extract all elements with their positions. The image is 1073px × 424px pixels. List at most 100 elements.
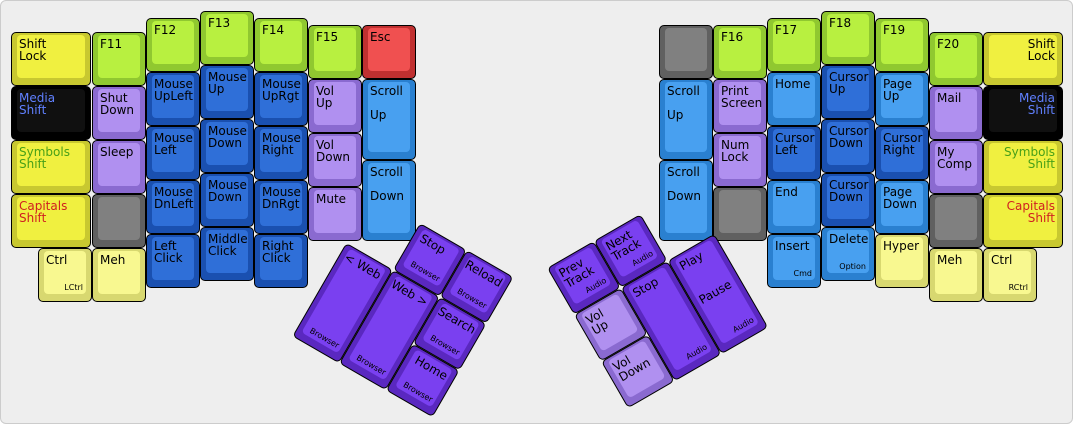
key-label: Middle Click [208,232,248,258]
key-mouse-dnrgt: Mouse DnRgt [254,180,308,234]
key-scroll-down-left: Scroll Down [362,160,416,241]
key-label: Scroll Up [370,84,403,122]
key-label: Page Up [883,77,913,103]
key-label: Mail [937,91,962,105]
key-label: Mouse Up [208,70,247,96]
key-label: F14 [262,23,285,37]
key-label: Hyper [883,239,920,253]
key-home: Home [767,72,821,126]
key-label: Shift Lock [19,37,47,63]
key-label: F18 [829,16,852,30]
key-delete: Delete Option [821,227,875,281]
key-mouse-right: Mouse Right [254,126,308,180]
key-label: Mouse DnRgt [262,185,301,211]
key-f15: F15 [308,25,362,79]
key-label: Print Screen [721,84,763,110]
key-cursor-right: Cursor Right [875,126,929,180]
key-shut-down: Shut Down [92,86,146,140]
key-mouse-up: Mouse Up [200,65,254,119]
key-label: Mouse Down [208,124,247,150]
key-cursor-left: Cursor Left [767,126,821,180]
key-label: F19 [883,23,906,37]
key-label: Ctrl [46,253,68,267]
key-label: Vol Up [316,84,334,110]
key-meh-left: Meh [92,248,146,302]
key-scroll-down-right: Scroll Down [659,160,713,241]
key-label: Symbols Shift [1004,145,1055,171]
key-sublabel: Option [839,262,866,271]
key-shift-lock-right: Shift Lock [983,32,1063,86]
key-label: Meh [937,253,963,267]
key-scroll-up-left: Scroll Up [362,79,416,160]
key-label: F13 [208,16,231,30]
key-left-click: Left Click [146,234,200,288]
key-f17: F17 [767,18,821,72]
key-cursor-up: Cursor Up [821,65,875,119]
key-label: Mouse UpLeft [154,77,193,103]
key-label: Left Click [154,239,183,265]
key-label: F20 [937,37,960,51]
key-ctrl-left: Ctrl LCtrl [38,248,92,302]
key-page-down: Page Down [875,180,929,234]
key-cursor-down: Cursor Down [821,119,875,173]
key-cursor-down-2: Cursor Down [821,173,875,227]
key-f13: F13 [200,11,254,65]
key-middle-click: Middle Click [200,227,254,281]
key-label: Shut Down [100,91,135,117]
key-blank-top-right [659,25,713,79]
key-label: Esc [370,30,391,44]
key-sublabel: LCtrl [64,283,83,292]
key-end: End [767,180,821,234]
key-label: Mute [316,192,347,206]
key-label: Cursor Down [829,124,869,150]
key-label: End [775,185,798,199]
key-f11: F11 [92,32,146,86]
key-label: Media Shift [19,91,56,117]
key-label: Mouse Down [208,178,247,204]
key-label: Mouse UpRgt [262,77,301,103]
key-label: Mouse Left [154,131,193,157]
key-label: Capitals Shift [19,199,68,225]
key-media-shift-left: Media Shift [11,86,91,140]
key-mouse-down: Mouse Down [200,119,254,173]
key-my-comp: My Comp [929,140,983,194]
key-label: Sleep [100,145,134,159]
key-label: Ctrl [991,253,1013,267]
key-label: Delete [829,232,869,246]
key-blank-left [92,194,146,248]
key-label: Right Click [262,239,294,265]
key-mouse-upleft: Mouse UpLeft [146,72,200,126]
key-f20: F20 [929,32,983,86]
key-media-shift-right: Media Shift [983,86,1063,140]
key-sublabel: Cmd [793,269,812,278]
key-label: Insert [775,239,810,253]
key-label: Home [775,77,811,91]
key-label: Symbols Shift [19,145,70,171]
key-label: Vol Down [316,138,351,164]
key-label: F11 [100,37,123,51]
key-print-screen: Print Screen [713,79,767,133]
key-label: My Comp [937,145,973,171]
key-label: Cursor Left [775,131,815,157]
key-blank-right-1 [713,187,767,241]
key-label: F15 [316,30,339,44]
key-scroll-up-right: Scroll Up [659,79,713,160]
key-f18: F18 [821,11,875,65]
key-label: Capitals Shift [1006,199,1055,225]
key-insert: Insert Cmd [767,234,821,288]
key-label: Shift Lock [1027,37,1055,63]
key-mail: Mail [929,86,983,140]
key-label: F12 [154,23,177,37]
key-mouse-left: Mouse Left [146,126,200,180]
key-capitals-shift-right: Capitals Shift [983,194,1063,248]
key-label: Meh [100,253,126,267]
key-label: Mouse DnLeft [154,185,194,211]
key-label: F16 [721,30,744,44]
key-page-up: Page Up [875,72,929,126]
key-label: F17 [775,23,798,37]
key-capitals-shift-left: Capitals Shift [11,194,91,248]
key-shift-lock-left: Shift Lock [11,32,91,86]
key-sleep: Sleep [92,140,146,194]
key-label: Scroll Down [667,165,702,203]
key-f19: F19 [875,18,929,72]
